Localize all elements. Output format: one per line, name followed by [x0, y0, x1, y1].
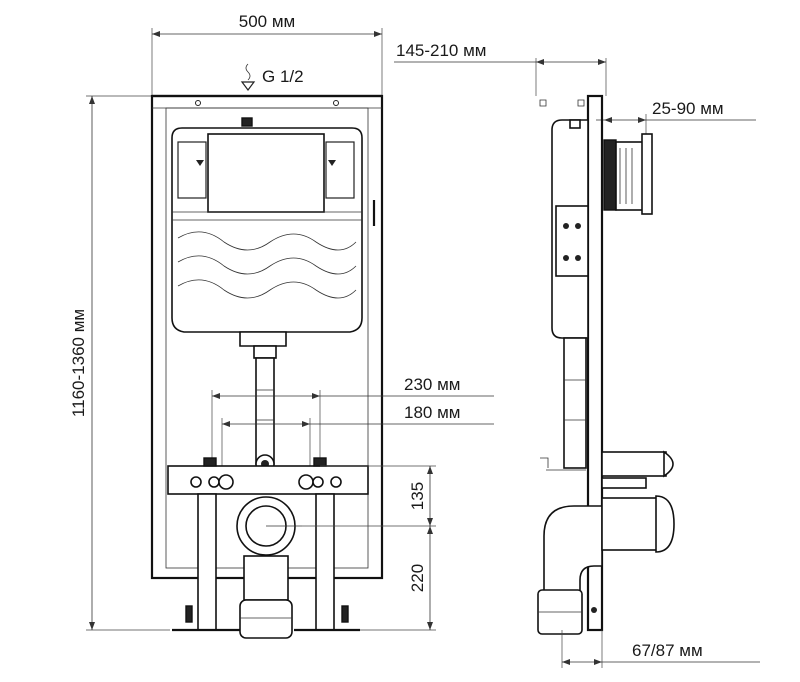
- stud-inner-label: 180 мм: [404, 403, 460, 422]
- wall-offset-dimension: 25-90 мм: [596, 99, 756, 134]
- drain-connection: [236, 496, 302, 639]
- water-inlet-label: G 1/2: [262, 67, 304, 86]
- wall-offset-label: 25-90 мм: [652, 99, 724, 118]
- drain-height-dimensions: 135 220: [302, 465, 436, 631]
- side-profile: [537, 94, 675, 635]
- flush-pipe: [239, 331, 287, 474]
- drain-height-label: 135: [408, 482, 427, 510]
- frame-legs: [172, 493, 360, 632]
- bottom-depth-label: 67/87 мм: [632, 641, 703, 660]
- stud-dimensions: 230 мм 180 мм: [211, 375, 494, 470]
- depth-label: 145-210 мм: [396, 41, 487, 60]
- bottom-depth-dimension: 67/87 мм: [561, 630, 760, 668]
- bottom-height-label: 220: [408, 564, 427, 592]
- side-view: 145-210 мм 25-90 мм: [394, 41, 760, 668]
- height-label: 1160-1360 мм: [69, 309, 88, 417]
- bottom-crossbar: [167, 457, 369, 495]
- cistern: [171, 117, 363, 333]
- stud-outer-label: 230 мм: [404, 375, 460, 394]
- frame-outline: [150, 94, 384, 580]
- depth-dimension: 145-210 мм: [394, 41, 607, 96]
- width-dimension: 500 мм: [151, 12, 383, 96]
- water-inlet-marker: G 1/2: [240, 63, 304, 91]
- height-dimension: 1160-1360 мм: [69, 95, 170, 631]
- front-view: 500 мм G 1/2 1160-1360 мм: [69, 12, 494, 639]
- width-label: 500 мм: [239, 12, 295, 31]
